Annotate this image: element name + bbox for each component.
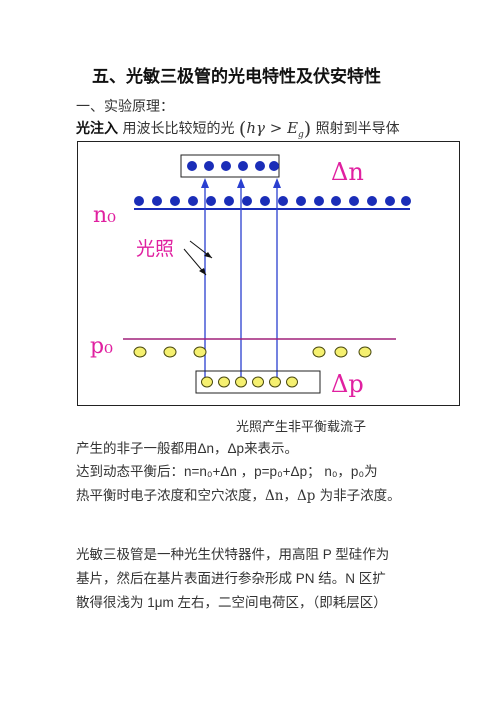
body-line-2-b: n=n₀+Δn ，p=p₀+Δp； n₀，p₀ xyxy=(184,464,365,479)
figure-caption: 光照产生非平衡载流子 xyxy=(236,420,367,435)
p0-label: p₀ xyxy=(90,334,113,359)
n0-electron-9 xyxy=(278,196,288,206)
body-line-1-a: 产生的非子一般都用 xyxy=(76,441,198,457)
body-line-5-e: 区扩 xyxy=(358,571,386,587)
delta-p-hole-1 xyxy=(201,376,213,388)
body-line-5-a: 基片，然后在基片表面进行参杂形成 xyxy=(76,571,292,587)
section-heading: 一、实验原理： xyxy=(76,99,174,115)
formula-sub: g xyxy=(298,130,304,140)
n0-electron-14 xyxy=(367,196,377,206)
intro-text-before: 用波长比较短的光 xyxy=(122,121,235,137)
body-line-6-c: 左右，二空间电荷区，（即耗层区） xyxy=(177,595,387,611)
body-line-4-a: 光敏三极管是一种光生伏特器件，用高阻 xyxy=(76,547,319,563)
body-line-5: 基片，然后在基片表面进行参杂形成 PN 结。N 区扩 xyxy=(76,567,386,587)
formula-gt: > xyxy=(264,119,288,137)
delta-p-hole-4 xyxy=(252,376,264,388)
body-line-6-a: 散得很浅为 xyxy=(76,595,144,611)
pointer-arrowhead-2 xyxy=(199,268,206,275)
formula-gamma: γ xyxy=(256,119,265,137)
p0-hole-5 xyxy=(334,346,348,358)
body-line-5-c: 结。 xyxy=(318,571,346,587)
excitation-arrowhead-1 xyxy=(201,178,209,188)
body-line-5-b: PN xyxy=(292,571,319,586)
body-line-1: 产生的非子一般都用Δn，Δp来表示。 xyxy=(76,437,298,457)
delta-p-box xyxy=(195,370,321,394)
delta-n-electron-2 xyxy=(204,161,214,171)
p0-hole-6 xyxy=(358,346,372,358)
body-line-2-c: 为 xyxy=(364,464,378,480)
n0-electron-1 xyxy=(134,196,144,206)
delta-p-hole-5 xyxy=(269,376,281,388)
energy-formula: (hγ > Eg) xyxy=(238,118,312,140)
pointer-arrowhead-1 xyxy=(204,252,212,258)
body-line-4: 光敏三极管是一种光生伏特器件，用高阻 P 型硅作为 xyxy=(76,543,389,563)
p0-hole-1 xyxy=(133,346,147,358)
n0-label: n₀ xyxy=(93,203,116,228)
intro-line: 光注入 用波长比较短的光 (hγ > Eg) 照射到半导体 xyxy=(76,118,400,140)
delta-n-electron-1 xyxy=(187,161,197,171)
formula-h: h xyxy=(246,119,256,137)
n0-electron-10 xyxy=(296,196,306,206)
body-line-1-b: Δn，Δp xyxy=(197,441,245,456)
n0-electron-13 xyxy=(349,196,359,206)
intro-label: 光注入 xyxy=(76,121,118,137)
p0-hole-3 xyxy=(193,346,207,358)
n0-electron-11 xyxy=(314,196,324,206)
delta-n-electron-4 xyxy=(238,161,248,171)
n0-electron-5 xyxy=(206,196,216,206)
n0-electron-2 xyxy=(152,196,162,206)
body-line-6: 散得很浅为 1μm 左右，二空间电荷区，（即耗层区） xyxy=(76,591,387,611)
formula-e: E xyxy=(287,119,299,137)
light-label: 光照 xyxy=(136,238,174,260)
delta-p-label: Δp xyxy=(331,370,364,398)
carrier-diagram-frame: Δn n₀ 光照 p₀ Δp xyxy=(77,141,460,406)
body-line-2: 达到动态平衡后：n=n₀+Δn ，p=p₀+Δp； n₀，p₀为 xyxy=(76,460,378,480)
n0-electron-7 xyxy=(242,196,252,206)
excitation-arrowhead-2 xyxy=(237,178,245,188)
body-line-1-c: 来表示。 xyxy=(244,441,299,457)
n0-electron-16 xyxy=(401,196,411,206)
body-line-5-d: N xyxy=(345,571,359,586)
delta-p-hole-6 xyxy=(286,376,298,388)
n0-electron-12 xyxy=(331,196,341,206)
delta-n-electron-3 xyxy=(221,161,231,171)
p0-hole-4 xyxy=(312,346,326,358)
body-line-4-c: 型硅作为 xyxy=(335,547,390,563)
n0-electron-8 xyxy=(260,196,270,206)
delta-n-electron-5 xyxy=(255,161,265,171)
delta-n-label: Δn xyxy=(331,158,364,186)
p0-hole-2 xyxy=(163,346,177,358)
carrier-diagram: Δn n₀ 光照 p₀ Δp xyxy=(90,154,411,398)
body-line-3: 热平衡时电子浓度和空穴浓度，Δn，Δp 为非子浓度。 xyxy=(76,488,401,504)
delta-p-hole-2 xyxy=(218,376,230,388)
n0-electron-15 xyxy=(385,196,395,206)
n0-electron-4 xyxy=(188,196,198,206)
body-line-2-a: 达到动态平衡后： xyxy=(76,464,184,480)
n0-electron-3 xyxy=(170,196,180,206)
n0-electron-6 xyxy=(224,196,234,206)
delta-n-electron-6 xyxy=(269,161,279,171)
intro-text-after: 照射到半导体 xyxy=(315,121,400,137)
excitation-arrowhead-3 xyxy=(273,178,281,188)
body-line-6-b: 1μm xyxy=(143,595,178,610)
body-line-4-b: P xyxy=(319,547,336,562)
delta-p-hole-3 xyxy=(235,376,247,388)
page-title: 五、光敏三极管的光电特性及伏安特性 xyxy=(92,67,381,87)
